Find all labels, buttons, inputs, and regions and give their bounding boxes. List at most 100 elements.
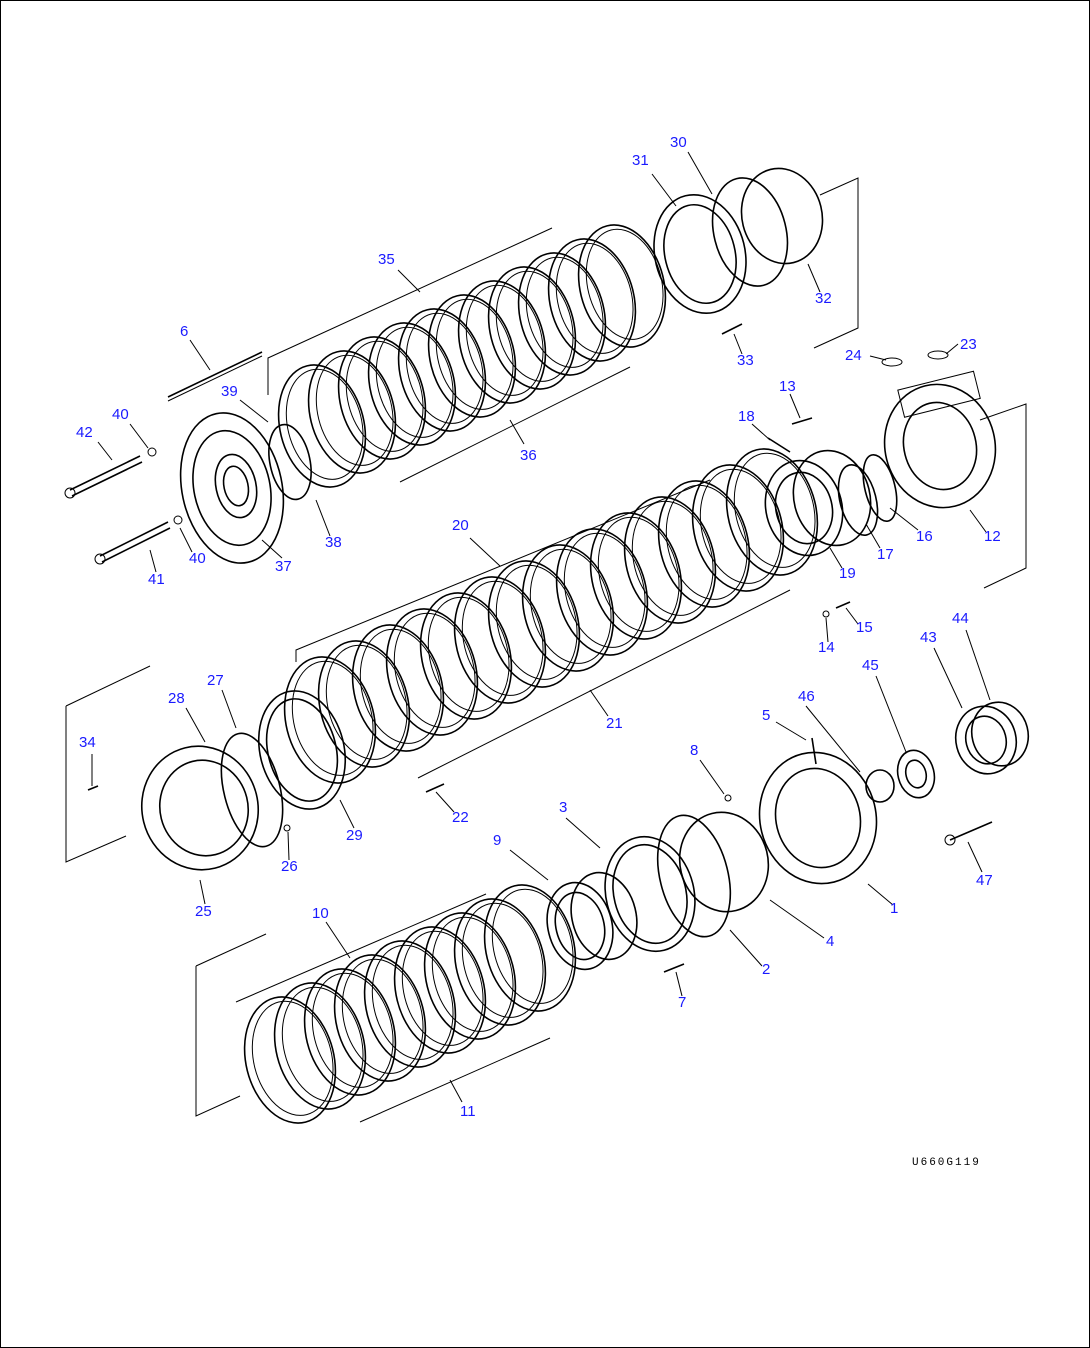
callout-38: 38 <box>325 534 342 551</box>
clutch-plate-inner <box>431 916 514 1032</box>
clutch-plate <box>283 656 377 784</box>
leader-line <box>845 607 859 625</box>
clutch-plate-inner <box>359 628 442 744</box>
bolts-22-26-34 <box>87 783 445 832</box>
leader-line <box>733 333 743 355</box>
clutch-plate-inner <box>285 368 364 480</box>
clutch-plate-inner <box>631 500 714 616</box>
callout-19: 19 <box>839 565 856 582</box>
clutch-plate <box>453 576 547 704</box>
clutch-plate <box>363 940 457 1068</box>
clutch-plate <box>547 238 637 362</box>
callout-7: 7 <box>678 994 686 1011</box>
clutch-plate <box>691 464 785 592</box>
clutch-pack-20-21 <box>283 448 819 784</box>
pins-5-8-14-15 <box>724 601 851 802</box>
clutch-plate-inner <box>427 596 510 712</box>
leader-line <box>805 705 861 773</box>
leader-line <box>967 841 983 873</box>
clutch-plate <box>623 496 717 624</box>
callout-11: 11 <box>460 1103 476 1120</box>
leader-line <box>509 419 525 445</box>
clutch-plate <box>277 364 367 488</box>
leader-line <box>889 507 919 531</box>
seal-2-4 <box>656 811 770 938</box>
clutch-plate <box>725 448 819 576</box>
leader-line <box>129 423 149 449</box>
leader-line <box>775 721 807 741</box>
clutch-plate-inner <box>341 958 424 1074</box>
callout-17: 17 <box>877 546 894 563</box>
clutch-plate-inner <box>461 580 544 696</box>
snap-ring-27 <box>220 732 284 848</box>
leader-line <box>969 509 987 533</box>
callout-44: 44 <box>952 610 969 627</box>
callout-33: 33 <box>737 352 754 369</box>
leader-line <box>185 707 206 743</box>
callout-27: 27 <box>207 672 224 689</box>
callout-31: 31 <box>632 152 649 169</box>
leader-line <box>315 499 331 537</box>
clutch-plate-inner <box>529 548 612 664</box>
bolt-47 <box>944 821 993 846</box>
cover-1 <box>758 751 878 885</box>
bearing-45 <box>896 749 936 799</box>
callout-25: 25 <box>195 903 212 920</box>
spring-33 <box>721 323 743 335</box>
clutch-plate-inner <box>465 284 544 396</box>
leader-line <box>729 929 763 967</box>
seal-rings-30-32 <box>711 167 859 349</box>
leader-line <box>287 831 290 861</box>
leader-line <box>325 921 351 959</box>
leader-line <box>261 539 283 559</box>
clutch-plate-inner <box>371 944 454 1060</box>
clutch-plate-inner <box>325 644 408 760</box>
callout-41: 41 <box>148 571 165 588</box>
clutch-plate <box>243 996 337 1124</box>
clutch-plate-inner <box>525 256 604 368</box>
callout-10: 10 <box>312 905 329 922</box>
clutch-plate <box>487 560 581 688</box>
callout-45: 45 <box>862 657 879 674</box>
bearing-43-44 <box>954 701 1030 775</box>
callout-6: 6 <box>180 323 188 340</box>
callout-40b: 40 <box>189 550 206 567</box>
clutch-plate <box>397 308 487 432</box>
clutch-plate <box>393 926 487 1054</box>
callout-4: 4 <box>826 933 834 950</box>
leader-line <box>933 647 963 709</box>
callout-40a: 40 <box>112 406 129 423</box>
leader-line <box>449 1079 463 1103</box>
leader-line <box>867 883 894 906</box>
clutch-plate-inner <box>393 612 476 728</box>
clutch-plate-inner <box>495 270 574 382</box>
callout-3: 3 <box>559 799 567 816</box>
callout-12: 12 <box>984 528 1001 545</box>
spring-7 <box>663 963 685 973</box>
clutch-plate <box>385 608 479 736</box>
clutch-plate <box>337 336 427 460</box>
leader-line <box>221 689 237 729</box>
clutch-plate-inner <box>251 1000 334 1116</box>
leader-line <box>97 441 113 461</box>
callout-2: 2 <box>762 961 770 978</box>
leader-line <box>687 151 713 195</box>
pin-6 <box>167 351 263 402</box>
leader-line <box>699 759 725 795</box>
leader-line <box>199 879 206 905</box>
clutch-plate <box>577 224 667 348</box>
clutch-plate <box>419 592 513 720</box>
clutch-plate <box>333 954 427 1082</box>
callout-30: 30 <box>670 134 687 151</box>
clutch-plate-inner <box>555 242 634 354</box>
callout-20: 20 <box>452 517 469 534</box>
piston-29 <box>257 690 347 810</box>
callout-18: 18 <box>738 408 755 425</box>
clutch-plate-inner <box>563 532 646 648</box>
clutch-plate <box>427 294 517 418</box>
clutch-plate-inner <box>665 484 748 600</box>
callout-26: 26 <box>281 858 298 875</box>
leader-line <box>509 849 549 881</box>
leader-line <box>675 971 683 997</box>
